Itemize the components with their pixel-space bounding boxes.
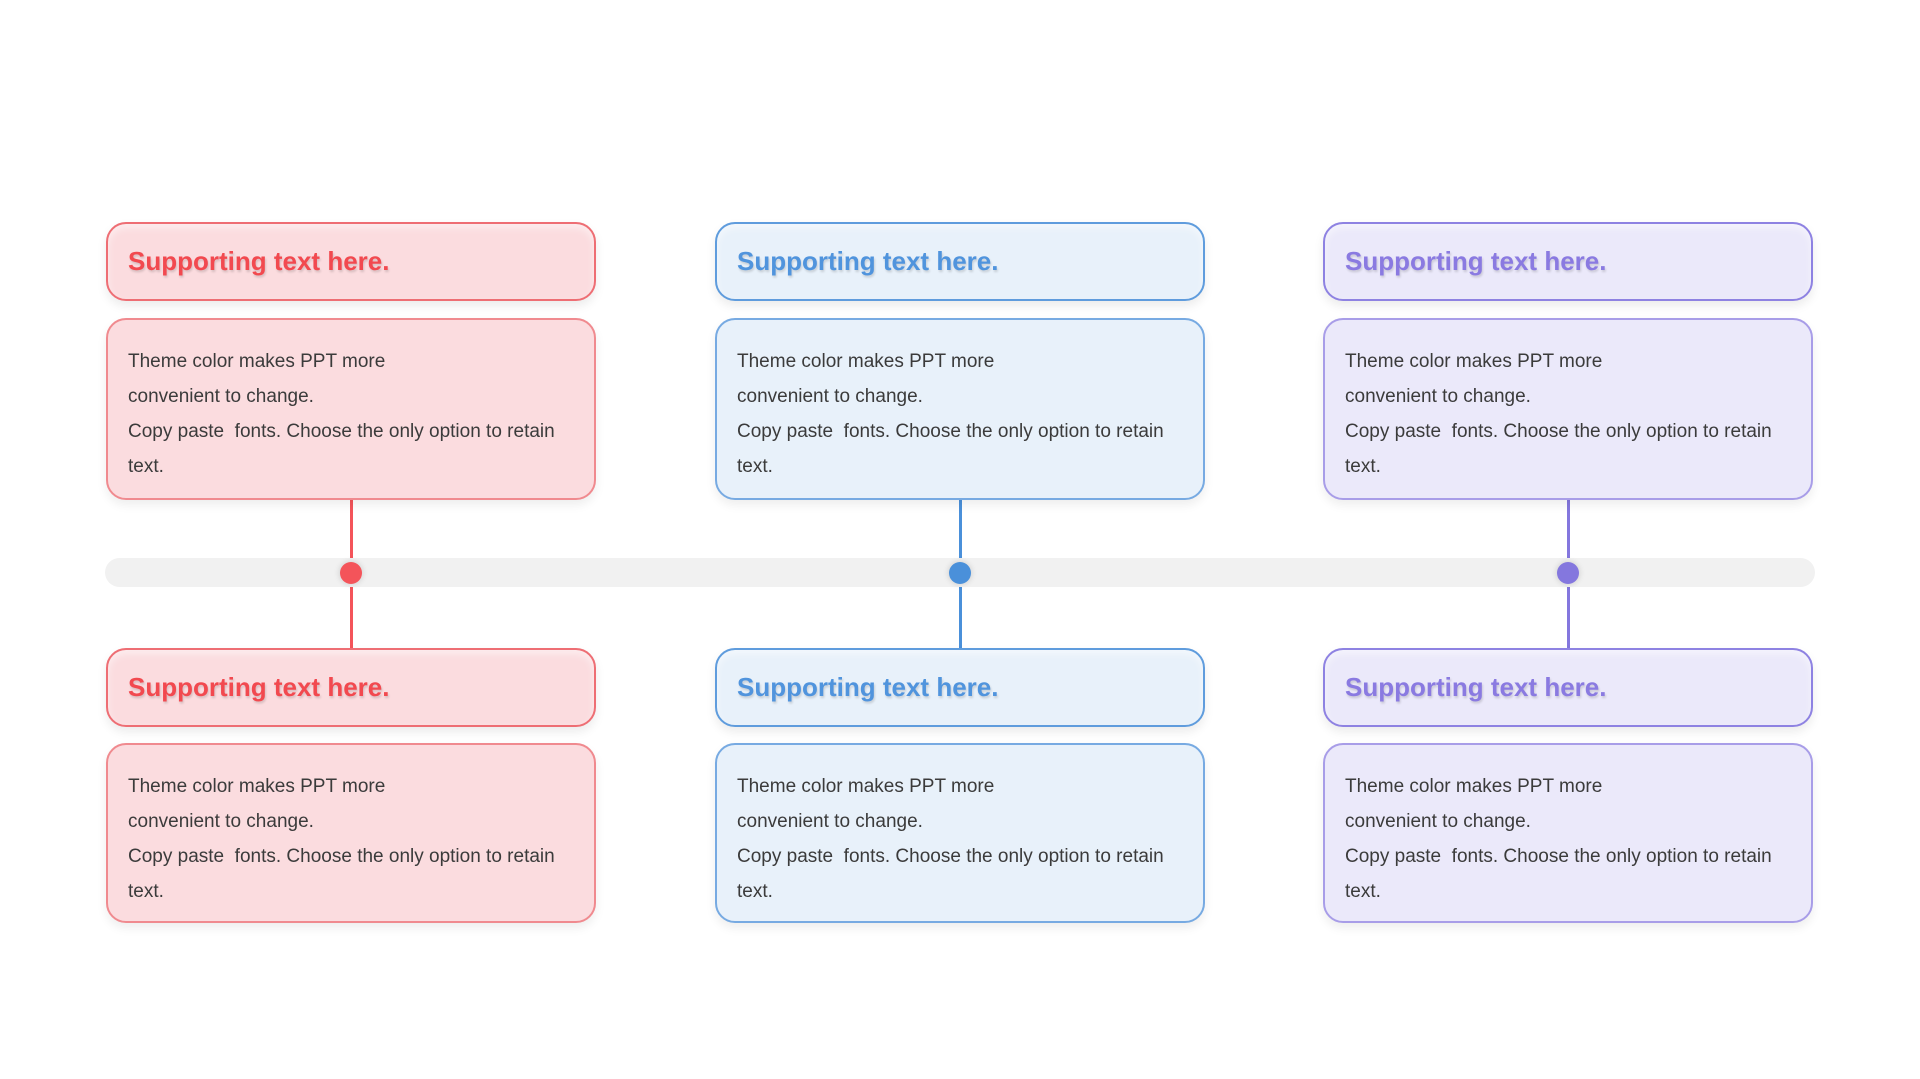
timeline-column-blue: Supporting text here. Theme color makes … bbox=[715, 0, 1205, 1079]
top-body-text: Theme color makes PPT more convenient to… bbox=[737, 351, 1164, 477]
timeline-column-purple: Supporting text here. Theme color makes … bbox=[1323, 0, 1813, 1079]
bottom-title-text: Supporting text here. bbox=[128, 672, 390, 702]
top-body-text: Theme color makes PPT more convenient to… bbox=[1345, 351, 1772, 477]
top-title-text: Supporting text here. bbox=[737, 246, 999, 276]
bottom-title-text: Supporting text here. bbox=[737, 672, 999, 702]
top-body-card: Theme color makes PPT more convenient to… bbox=[1323, 318, 1813, 500]
top-title-card: Supporting text here. bbox=[106, 222, 596, 301]
bottom-body-text: Theme color makes PPT more convenient to… bbox=[1345, 776, 1772, 902]
top-body-text: Theme color makes PPT more convenient to… bbox=[128, 351, 555, 477]
top-title-text: Supporting text here. bbox=[128, 246, 390, 276]
bottom-body-text: Theme color makes PPT more convenient to… bbox=[737, 776, 1164, 902]
top-body-card: Theme color makes PPT more convenient to… bbox=[715, 318, 1205, 500]
bottom-title-card: Supporting text here. bbox=[715, 648, 1205, 727]
bottom-body-card: Theme color makes PPT more convenient to… bbox=[1323, 743, 1813, 923]
bottom-title-text: Supporting text here. bbox=[1345, 672, 1607, 702]
bottom-body-card: Theme color makes PPT more convenient to… bbox=[106, 743, 596, 923]
bottom-title-card: Supporting text here. bbox=[1323, 648, 1813, 727]
timeline-dot bbox=[949, 562, 971, 584]
top-title-card: Supporting text here. bbox=[715, 222, 1205, 301]
top-title-card: Supporting text here. bbox=[1323, 222, 1813, 301]
timeline-column-red: Supporting text here. Theme color makes … bbox=[106, 0, 596, 1079]
top-body-card: Theme color makes PPT more convenient to… bbox=[106, 318, 596, 500]
timeline-dot bbox=[1557, 562, 1579, 584]
bottom-body-card: Theme color makes PPT more convenient to… bbox=[715, 743, 1205, 923]
timeline-dot bbox=[340, 562, 362, 584]
bottom-body-text: Theme color makes PPT more convenient to… bbox=[128, 776, 555, 902]
top-title-text: Supporting text here. bbox=[1345, 246, 1607, 276]
bottom-title-card: Supporting text here. bbox=[106, 648, 596, 727]
